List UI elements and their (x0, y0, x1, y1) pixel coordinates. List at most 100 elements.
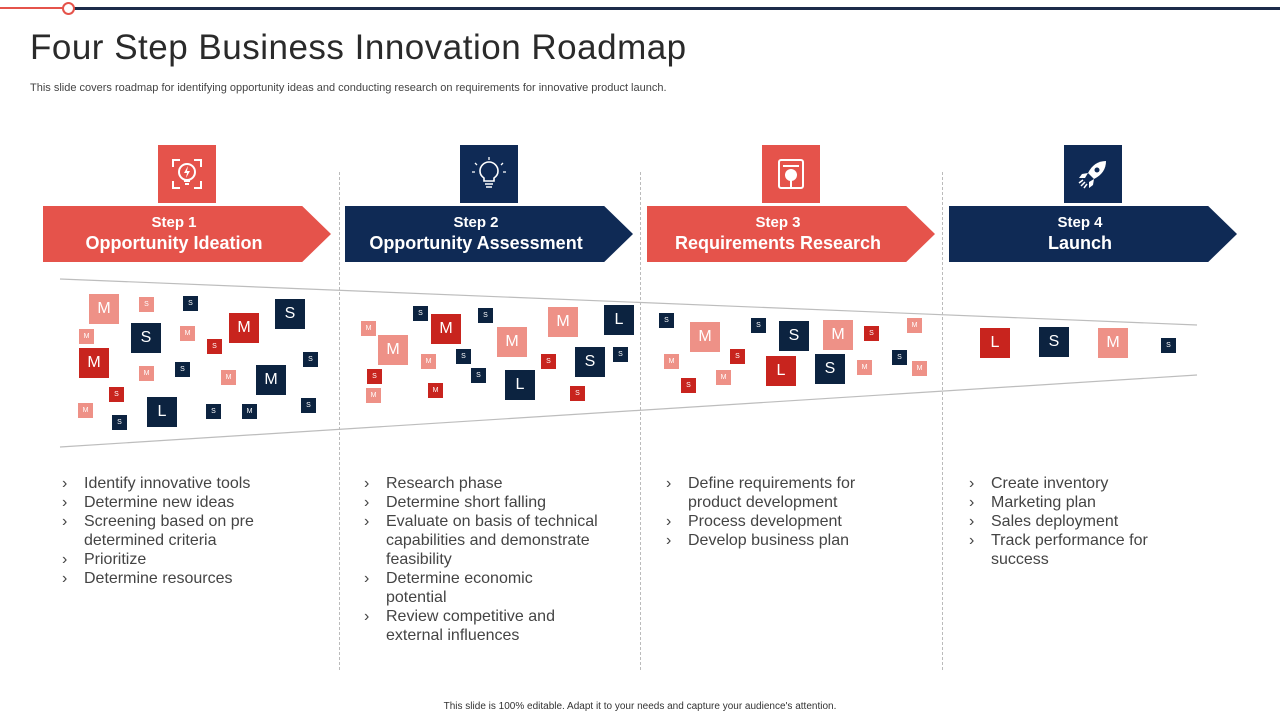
size-marker-medium: M (548, 307, 578, 337)
size-marker-medium: M (690, 322, 720, 352)
size-marker-small: S (413, 306, 428, 321)
funnel-bottom-line (59, 374, 1198, 448)
size-marker-medium: M (79, 329, 94, 344)
size-marker-small: S (112, 415, 127, 430)
column-divider (640, 172, 641, 670)
size-marker-small: S (1161, 338, 1176, 353)
top-accent-dot (62, 2, 75, 15)
step-name: Opportunity Ideation (85, 233, 263, 253)
step-number: Step 4 (1057, 214, 1103, 231)
size-marker-medium: M (716, 370, 731, 385)
size-marker-small: S (659, 313, 674, 328)
size-marker-medium: M (421, 354, 436, 369)
size-marker-medium: M (431, 314, 461, 344)
size-marker-medium: M (78, 403, 93, 418)
step-2-banner: Step 2 Opportunity Assessment (345, 206, 633, 262)
size-marker-small: S (109, 387, 124, 402)
size-marker-large: S (275, 299, 305, 329)
step-name: Requirements Research (674, 233, 882, 253)
list-item: Identify innovative tools (62, 474, 332, 493)
size-marker-medium: M (912, 361, 927, 376)
size-marker-large: L (505, 370, 535, 400)
size-marker-large: L (980, 328, 1010, 358)
size-marker-small: S (367, 369, 382, 384)
size-marker-small: S (471, 368, 486, 383)
funnel-top-line (59, 278, 1198, 326)
size-marker-medium: M (221, 370, 236, 385)
size-marker-medium: M (823, 320, 853, 350)
list-item: Define requirements for product developm… (666, 474, 878, 512)
list-item: Determine short falling (364, 493, 634, 512)
size-marker-small: S (456, 349, 471, 364)
size-marker-small: S (613, 347, 628, 362)
list-item: Marketing plan (969, 493, 1239, 512)
column-divider (942, 172, 943, 670)
size-marker-large: S (131, 323, 161, 353)
list-item: Screening based on pre determined criter… (62, 512, 269, 550)
page-subtitle: This slide covers roadmap for identifyin… (30, 82, 667, 94)
size-marker-small: S (478, 308, 493, 323)
size-marker-medium: M (907, 318, 922, 333)
list-item: Evaluate on basis of technical capabilit… (364, 512, 604, 569)
size-marker-small: S (303, 352, 318, 367)
rocket-icon (1064, 145, 1122, 203)
list-item: Determine new ideas (62, 493, 332, 512)
size-marker-large: S (779, 321, 809, 351)
size-marker-small: S (183, 296, 198, 311)
size-marker-small: S (139, 297, 154, 312)
step-name: Launch (1047, 233, 1112, 253)
column-divider (339, 172, 340, 670)
list-item: Develop business plan (666, 531, 936, 550)
size-marker-medium: M (428, 383, 443, 398)
top-accent-navy (68, 7, 1280, 10)
size-marker-large: L (766, 356, 796, 386)
size-marker-medium: M (139, 366, 154, 381)
list-item: Track performance for success (969, 531, 1151, 569)
size-marker-small: S (730, 349, 745, 364)
step-number: Step 3 (755, 214, 801, 231)
size-marker-large: S (1039, 327, 1069, 357)
step-3-banner: Step 3 Requirements Research (647, 206, 935, 262)
size-marker-medium: M (242, 404, 257, 419)
size-marker-medium: M (361, 321, 376, 336)
footer-note: This slide is 100% editable. Adapt it to… (443, 701, 837, 712)
size-marker-small: S (681, 378, 696, 393)
size-marker-medium: M (366, 388, 381, 403)
size-marker-medium: M (497, 327, 527, 357)
size-marker-medium: M (664, 354, 679, 369)
top-accent-red (0, 7, 68, 9)
size-marker-small: S (207, 339, 222, 354)
lightbulb-icon (460, 145, 518, 203)
size-marker-small: S (206, 404, 221, 419)
size-marker-small: S (751, 318, 766, 333)
step-1-banner: Step 1 Opportunity Ideation (43, 206, 331, 262)
lightning-target-icon (158, 145, 216, 203)
step-number: Step 2 (453, 214, 499, 231)
list-item: Review competitive and external influenc… (364, 607, 586, 645)
research-document-icon (762, 145, 820, 203)
size-marker-medium: M (378, 335, 408, 365)
size-marker-medium: M (1098, 328, 1128, 358)
page-title: Four Step Business Innovation Roadmap (30, 28, 687, 67)
size-marker-medium: M (256, 365, 286, 395)
list-item: Sales deployment (969, 512, 1239, 531)
size-marker-medium: M (79, 348, 109, 378)
size-marker-medium: M (857, 360, 872, 375)
size-marker-large: S (575, 347, 605, 377)
size-marker-large: L (604, 305, 634, 335)
size-marker-medium: M (180, 326, 195, 341)
size-marker-medium: M (229, 313, 259, 343)
size-marker-small: S (541, 354, 556, 369)
step-4-list: Create inventory Marketing plan Sales de… (969, 474, 1239, 569)
size-marker-small: S (175, 362, 190, 377)
list-item: Create inventory (969, 474, 1239, 493)
size-marker-large: S (815, 354, 845, 384)
size-marker-small: S (301, 398, 316, 413)
step-1-list: Identify innovative tools Determine new … (62, 474, 332, 588)
step-3-list: Define requirements for product developm… (666, 474, 936, 550)
size-marker-small: S (864, 326, 879, 341)
size-marker-medium: M (89, 294, 119, 324)
list-item: Determine economic potential (364, 569, 546, 607)
step-4-banner: Step 4 Launch (949, 206, 1237, 262)
